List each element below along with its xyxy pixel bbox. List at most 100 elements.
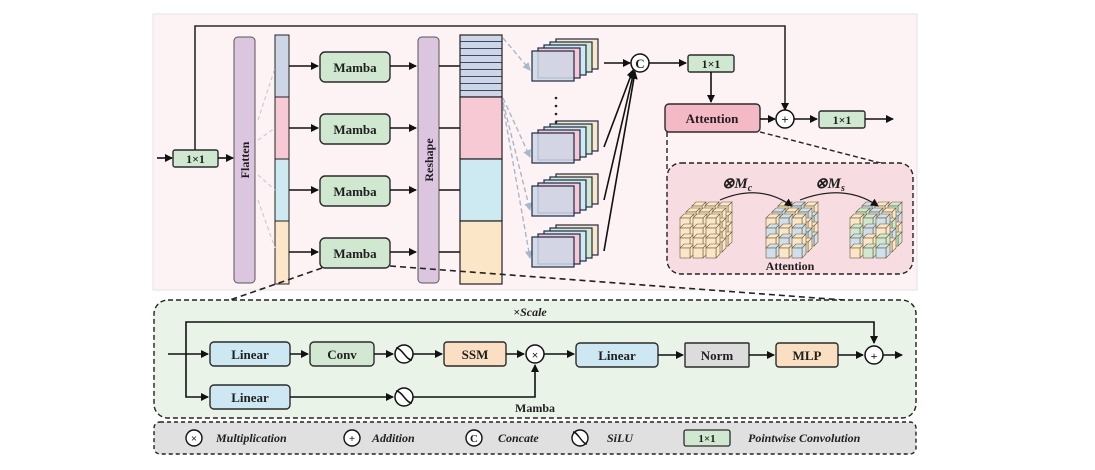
pointwise-conv-symbol: 1×1 <box>698 433 715 445</box>
flatten-block: Flatten <box>233 36 256 284</box>
reshape-to-stack-arrows <box>502 37 533 259</box>
add-symbol-top: + <box>781 112 788 127</box>
attention-cube-face <box>875 247 887 259</box>
channel-attention-label: ⊗Mc <box>722 176 753 194</box>
reshaped-feature-column <box>459 34 503 285</box>
linear-bottom-label: Linear <box>231 390 269 405</box>
mamba-branch-4: Mamba <box>289 237 417 269</box>
sequence-segment-yellow <box>274 220 290 285</box>
spatial-attention-label: ⊗Ms <box>815 176 845 194</box>
feature-segment-pink <box>459 96 503 160</box>
output-conv-label: 1×1 <box>833 113 852 127</box>
residual-skip-line <box>194 25 789 150</box>
linear-output-label: Linear <box>598 348 636 363</box>
feature-map-layer <box>531 50 575 82</box>
mamba-block-3 <box>319 175 391 207</box>
attention-cubes <box>679 201 903 259</box>
pointwise-conv-label: Pointwise Convolution <box>748 431 861 445</box>
pointwise-conv-icon <box>683 429 731 447</box>
channel-attention-arc <box>719 192 793 207</box>
top-panel: 1×1 Flatten Mamba <box>152 13 918 291</box>
mamba-branch-3: Mamba <box>289 175 417 207</box>
mamba-lower-branch-line <box>185 354 209 401</box>
reshape-block: Reshape <box>417 36 440 284</box>
attention-detail-connectors <box>666 131 901 170</box>
mamba-label-2: Mamba <box>333 122 377 137</box>
feature-map-layer <box>531 236 575 268</box>
post-concat-conv-block: 1×1 <box>687 54 735 73</box>
scale-label: ×Scale <box>513 305 547 319</box>
concat-node: C <box>630 53 650 73</box>
feature-segment-striped <box>459 34 503 98</box>
attention-cube-face <box>778 247 790 259</box>
silu-label: SiLU <box>607 431 634 445</box>
conv-label: Conv <box>327 347 357 362</box>
mamba-detail-panel: ×Scale Linear Conv SSM × Linear <box>153 299 917 419</box>
attention-cube-block-1 <box>679 201 733 259</box>
flatten-label: Flatten <box>238 141 252 178</box>
feature-segment-cyan <box>459 158 503 222</box>
feature-map-stack <box>531 38 599 82</box>
attention-detail-panel: ⊗Mc ⊗Ms Attention <box>666 162 914 275</box>
attention-cube-block-2 <box>765 201 819 259</box>
sequence-segment-blue <box>274 34 290 98</box>
attention-cube-face <box>849 247 861 259</box>
attention-cube-face <box>862 247 874 259</box>
reshape-output-lines <box>439 65 460 253</box>
feature-map-stack <box>531 173 599 217</box>
silu-icon <box>571 429 589 447</box>
attention-cube-face <box>692 247 704 259</box>
feature-map-stacks <box>531 38 599 268</box>
input-conv-label: 1×1 <box>186 152 205 166</box>
stack-to-concat-arrows <box>603 59 638 252</box>
ssm-label: SSM <box>462 347 489 362</box>
attention-cube-face <box>705 247 717 259</box>
attention-block: Attention <box>664 103 761 133</box>
addition-symbol: + <box>349 433 355 445</box>
multiplication-label: Multiplication <box>215 431 287 445</box>
feature-map-stack <box>531 120 599 164</box>
add-node-top: + <box>775 109 795 129</box>
add-node-mamba: + <box>864 345 884 365</box>
mamba-block-4 <box>319 237 391 269</box>
norm-label: Norm <box>701 348 734 363</box>
legend-item-silu: SiLU <box>571 429 634 447</box>
legend-item-multiplication: × Multiplication <box>185 429 287 447</box>
mamba-label-1: Mamba <box>333 60 377 75</box>
concat-symbol: C <box>635 56 644 71</box>
sequence-segment-cyan <box>274 158 290 222</box>
vertical-ellipsis <box>554 96 558 124</box>
concate-label: Concate <box>498 431 539 445</box>
attention-detail-caption: Attention <box>766 259 815 273</box>
sequence-segment-pink <box>274 96 290 160</box>
token-sequence-column <box>274 34 290 285</box>
legend-item-pointwise-conv: 1×1 Pointwise Convolution <box>683 429 861 447</box>
legend-item-concate: C Concate <box>465 429 539 447</box>
mamba-detail-caption: Mamba <box>515 401 555 415</box>
attention-label: Attention <box>686 111 739 126</box>
spatial-attention-arc <box>799 192 879 207</box>
legend-panel: × Multiplication + Addition C Concate Si… <box>153 421 917 455</box>
flatten-dashed-links <box>257 67 276 249</box>
concate-icon <box>465 429 483 447</box>
mamba-branch-2: Mamba <box>289 113 417 145</box>
silu-icon-top <box>394 344 414 364</box>
attention-cube-block-3 <box>849 201 903 259</box>
add-symbol-mamba: + <box>871 349 878 363</box>
multiplication-symbol: × <box>191 433 197 445</box>
mamba-scale-skip-line <box>185 321 878 354</box>
input-conv-block: 1×1 <box>172 149 219 168</box>
output-conv-block: 1×1 <box>818 110 866 129</box>
feature-map-layer <box>531 185 575 217</box>
mamba-branch-1: Mamba <box>289 51 417 83</box>
addition-label: Addition <box>371 431 415 445</box>
concate-symbol: C <box>470 433 478 445</box>
linear-top-label: Linear <box>231 347 269 362</box>
multiply-node: × <box>525 344 545 364</box>
multiplication-icon <box>185 429 203 447</box>
post-concat-conv-label: 1×1 <box>702 57 721 71</box>
mamba-block-1 <box>319 51 391 83</box>
feature-segment-yellow <box>459 220 503 285</box>
mamba-block-2 <box>319 113 391 145</box>
